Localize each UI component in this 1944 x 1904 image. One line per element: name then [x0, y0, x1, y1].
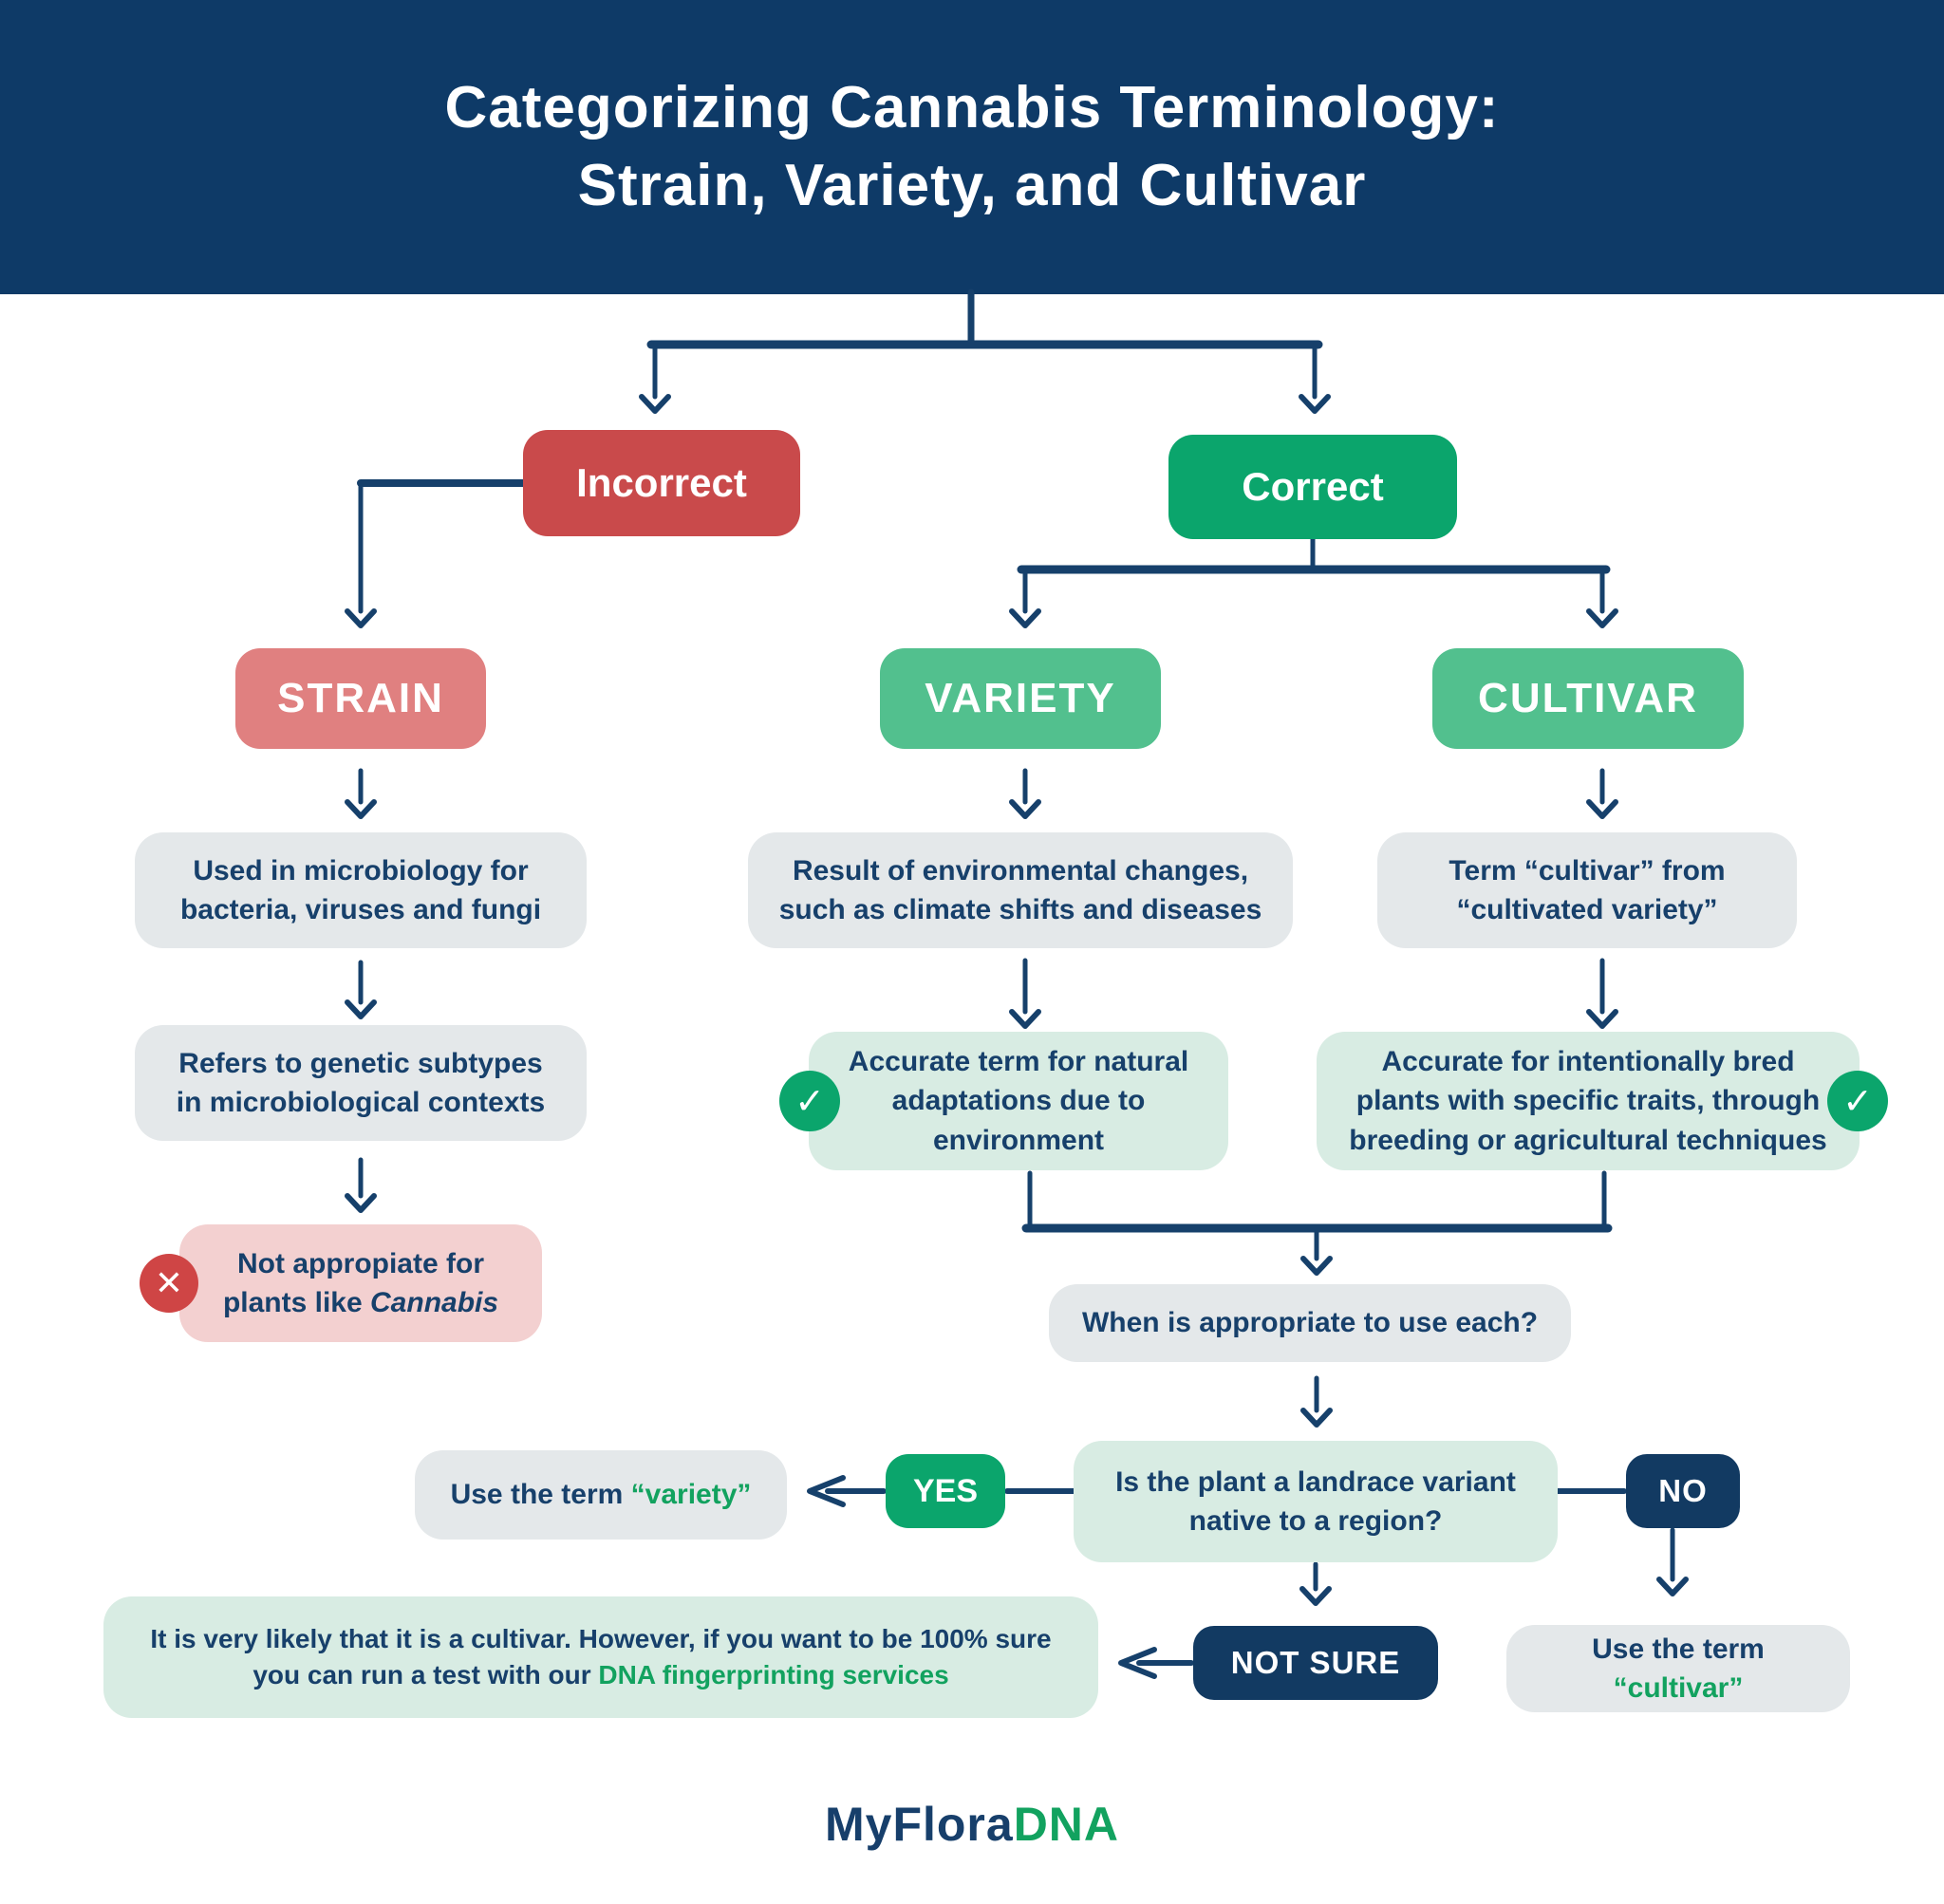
cultivar-desc-text: Term “cultivar” from “cultivated variety…	[1449, 854, 1726, 925]
correct-label: Correct	[1242, 464, 1384, 509]
variety-desc-node: Result of environmental changes, such as…	[748, 832, 1293, 948]
use-variety-text: Use the term “variety”	[451, 1475, 752, 1514]
header-banner: Categorizing Cannabis Terminology: Strai…	[0, 0, 1944, 294]
incorrect-node: Incorrect	[523, 430, 800, 536]
not-sure-result-prefix: It is very likely that it is a cultivar.…	[150, 1623, 1052, 1689]
cross-icon: ✕	[140, 1254, 198, 1313]
incorrect-label: Incorrect	[576, 460, 747, 505]
myfloradna-logo: MyFloraDNA	[0, 1797, 1944, 1852]
logo-dna: DNA	[1013, 1798, 1120, 1851]
when-appropriate-node: When is appropriate to use each?	[1049, 1284, 1571, 1362]
strain-desc2-text: Refers to genetic subtypes in microbiolo…	[176, 1047, 546, 1118]
use-cultivar-prefix: Use the term	[1592, 1633, 1765, 1665]
variety-desc-text: Result of environmental changes, such as…	[778, 854, 1262, 925]
not-sure-result-highlight: DNA fingerprinting services	[598, 1660, 949, 1689]
strain-desc1-text: Used in microbiology for bacteria, virus…	[179, 854, 542, 925]
page-title-line1: Categorizing Cannabis Terminology:	[444, 74, 1500, 140]
correct-node: Correct	[1168, 435, 1457, 539]
cultivar-desc-node: Term “cultivar” from “cultivated variety…	[1377, 832, 1797, 948]
use-variety-term: “variety”	[630, 1479, 752, 1511]
not-sure-result-text: It is very likely that it is a cultivar.…	[126, 1621, 1075, 1694]
strain-verdict-cannabis: Cannabis	[370, 1287, 499, 1318]
strain-verdict-node: Not appropiate for plants like Cannabis	[179, 1224, 542, 1342]
no-label: NO	[1658, 1473, 1708, 1508]
strain-verdict-text: Not appropiate for plants like Cannabis	[217, 1244, 504, 1322]
cultivar-node: CULTIVAR	[1432, 648, 1744, 749]
cultivar-label: CULTIVAR	[1478, 675, 1698, 721]
use-cultivar-term: “cultivar”	[1613, 1672, 1744, 1704]
check-icon: ✓	[1827, 1071, 1888, 1131]
not-sure-label: NOT SURE	[1230, 1645, 1401, 1680]
landrace-question-text: Is the plant a landrace variant native t…	[1115, 1465, 1516, 1537]
page-title-line2: Strain, Variety, and Cultivar	[577, 153, 1367, 218]
variety-accurate-text: Accurate term for natural adaptations du…	[848, 1046, 1189, 1156]
no-node: NO	[1626, 1454, 1740, 1528]
yes-node: YES	[886, 1454, 1005, 1528]
variety-label: VARIETY	[925, 675, 1116, 721]
strain-desc1-node: Used in microbiology for bacteria, virus…	[135, 832, 587, 948]
cultivar-accurate-node: Accurate for intentionally bred plants w…	[1317, 1032, 1860, 1170]
not-sure-node: NOT SURE	[1193, 1626, 1438, 1700]
strain-desc2-node: Refers to genetic subtypes in microbiolo…	[135, 1025, 587, 1141]
cultivar-accurate-text: Accurate for intentionally bred plants w…	[1349, 1046, 1827, 1156]
when-appropriate-text: When is appropriate to use each?	[1081, 1307, 1539, 1339]
not-sure-result-node: It is very likely that it is a cultivar.…	[103, 1596, 1098, 1718]
landrace-question-node: Is the plant a landrace variant native t…	[1074, 1441, 1558, 1562]
use-variety-prefix: Use the term	[450, 1479, 631, 1511]
check-icon: ✓	[779, 1071, 840, 1131]
variety-accurate-node: Accurate term for natural adaptations du…	[809, 1032, 1228, 1170]
yes-label: YES	[912, 1472, 979, 1509]
strain-label: STRAIN	[277, 675, 444, 721]
use-variety-node: Use the term “variety”	[415, 1450, 787, 1540]
use-cultivar-text: Use the term “cultivar”	[1535, 1630, 1822, 1708]
logo-myflora: MyFlora	[824, 1798, 1014, 1851]
variety-node: VARIETY	[880, 648, 1161, 749]
use-cultivar-node: Use the term “cultivar”	[1506, 1625, 1850, 1712]
strain-verdict-prefix: Not appropiate for plants like	[222, 1247, 484, 1318]
strain-node: STRAIN	[235, 648, 486, 749]
